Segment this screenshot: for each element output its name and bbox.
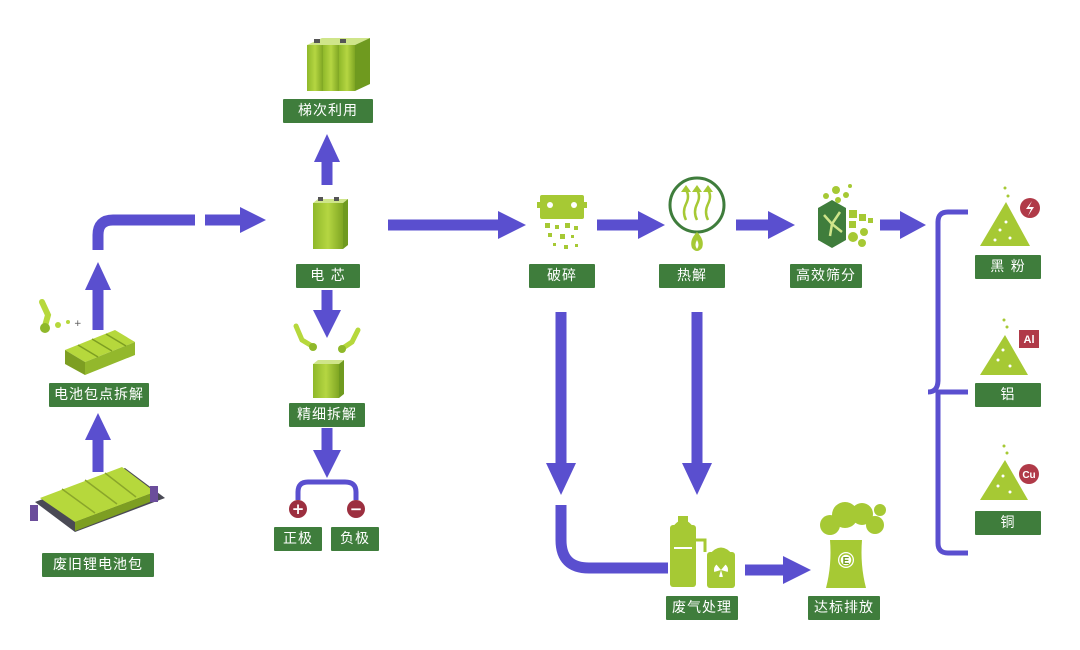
label-black-powder: 黑 粉	[975, 255, 1041, 279]
cascade-use-icon	[307, 38, 370, 91]
arrowhead-to-fine	[313, 310, 341, 338]
compliant-discharge-icon	[820, 502, 886, 588]
label-pack-disassembly: 电池包点拆解	[49, 383, 149, 407]
crushing-icon	[537, 195, 587, 249]
output-bracket	[927, 209, 968, 556]
label-aluminum: 铝	[975, 383, 1041, 407]
arrowhead-to-pyrolysis	[638, 211, 665, 239]
label-positive-electrode: 正极	[274, 527, 322, 551]
label-battery-pack: 废旧锂电池包	[42, 553, 154, 577]
arrowhead-to-discharge	[783, 556, 811, 584]
exhaust-treatment-icon	[670, 516, 735, 588]
copper-icon	[980, 444, 1039, 500]
label-negative-electrode: 负极	[331, 527, 379, 551]
arrowhead-to-cell	[240, 207, 266, 233]
label-cascade-use: 梯次利用	[283, 99, 373, 123]
label-screening: 高效筛分	[790, 264, 862, 288]
arrow-crushing-to-exhaust	[555, 505, 668, 574]
arrowhead-to-crushing	[498, 211, 526, 239]
aluminum-icon	[980, 318, 1039, 375]
positive-badge: +	[289, 500, 307, 518]
label-pyrolysis: 热解	[659, 264, 725, 288]
label-compliant-discharge: 达标排放	[808, 596, 880, 620]
label-copper: 铜	[975, 511, 1041, 535]
arrowhead-disassembly-up	[85, 262, 111, 290]
svg-text:+: +	[74, 319, 82, 329]
emission-symbol: E	[843, 556, 850, 567]
label-fine-disassembly: 精细拆解	[289, 403, 365, 427]
arrowhead-to-outputs	[900, 211, 926, 239]
arrowhead-to-screening	[768, 211, 795, 239]
arrowhead-to-electrodes	[313, 450, 341, 478]
label-exhaust-treatment: 废气处理	[666, 596, 738, 620]
pack-disassembly-icon: +	[39, 299, 135, 375]
arrow-disassembly-turn	[92, 214, 195, 250]
arrowhead-to-cascade	[314, 134, 340, 162]
screening-icon	[818, 184, 873, 248]
battery-pack-icon	[30, 467, 165, 532]
arrowhead-crushing-down	[546, 463, 576, 495]
battery-cell-icon	[313, 197, 348, 249]
label-cell: 电 芯	[296, 264, 360, 288]
pyrolysis-icon	[668, 176, 726, 251]
black-powder-icon	[980, 186, 1040, 246]
aluminum-symbol: Al	[1024, 334, 1035, 346]
fine-disassembly-icon	[293, 323, 361, 398]
copper-symbol: Cu	[1022, 470, 1035, 481]
arrowhead-pack-up	[85, 413, 111, 440]
label-crushing: 破碎	[529, 264, 595, 288]
electrode-fork	[295, 479, 359, 500]
arrowhead-pyrolysis-down	[682, 463, 712, 495]
negative-badge: −	[347, 500, 365, 518]
